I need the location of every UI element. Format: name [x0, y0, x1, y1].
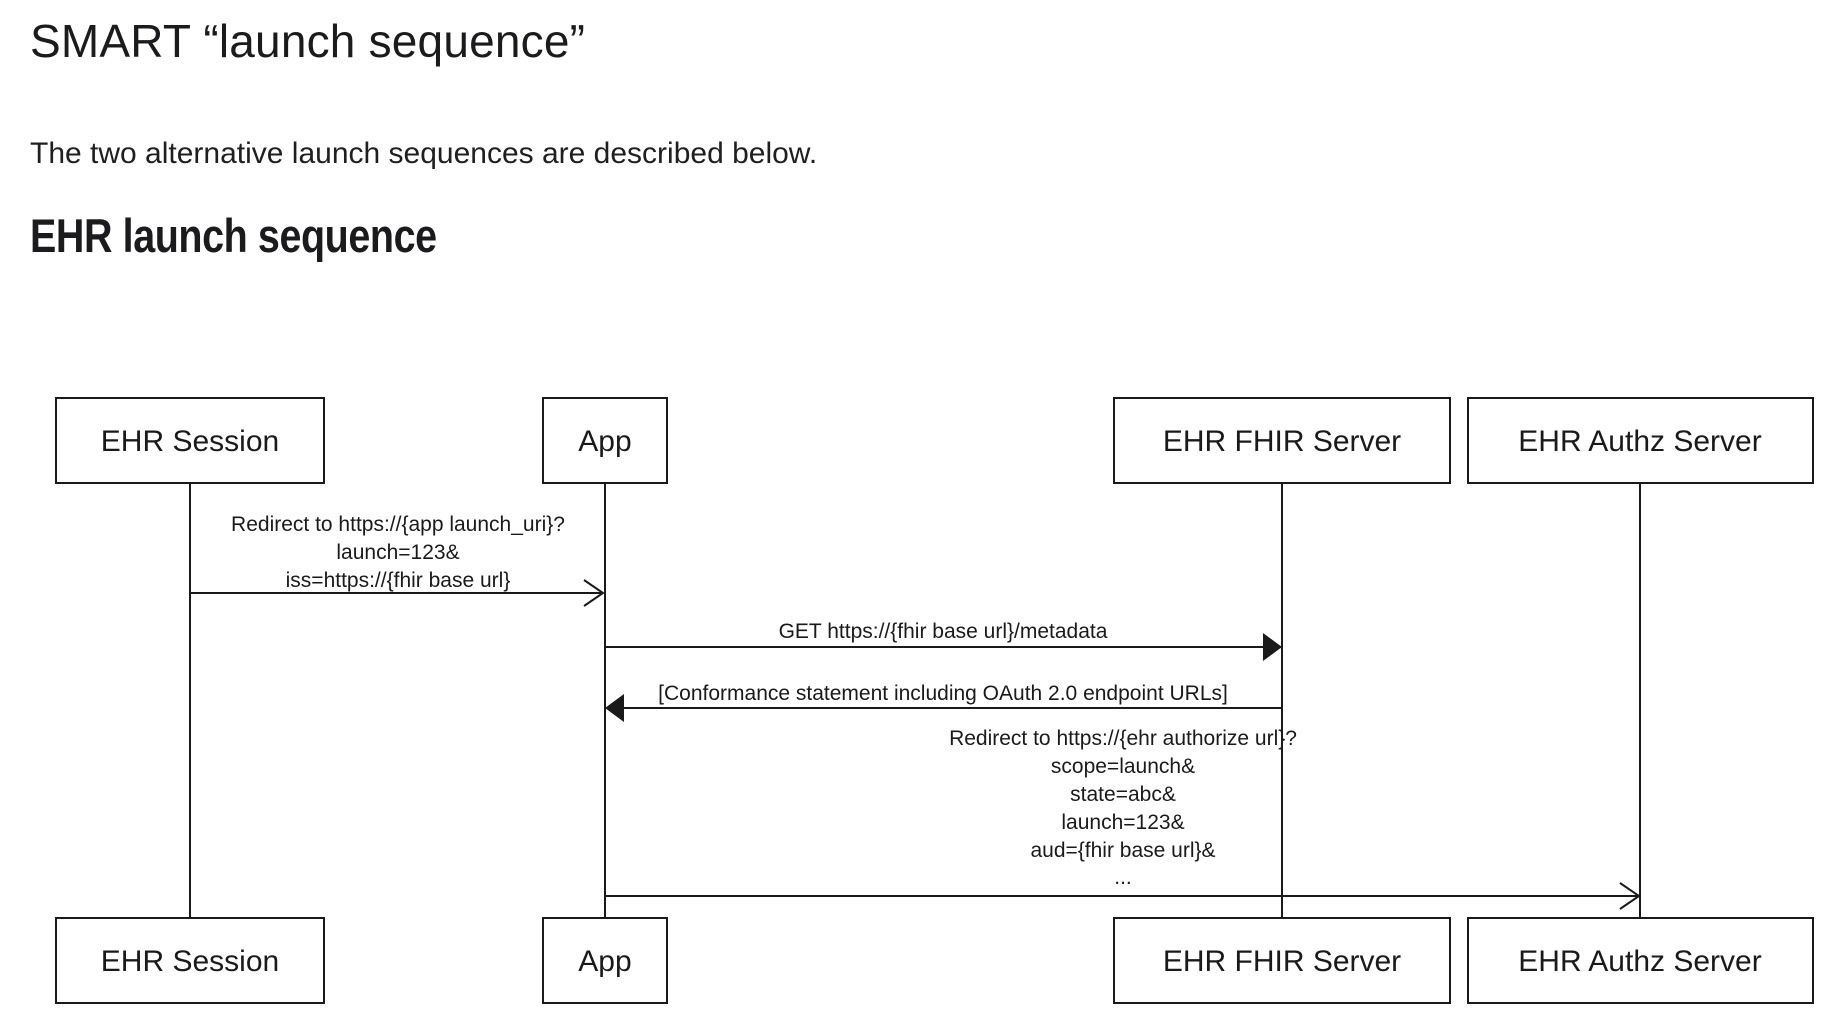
- message-4-text-line-5: aud={fhir base url}&: [1030, 839, 1215, 862]
- message-1-text-line-1: Redirect to https://{app launch_uri}?: [231, 513, 565, 536]
- actor-top-label-app: App: [578, 425, 631, 458]
- actor-bottom-label-app: App: [578, 945, 631, 978]
- message-3-text-line-1: [Conformance statement including OAuth 2…: [658, 682, 1228, 705]
- message-1-text-line-3: iss=https://{fhir base url}: [286, 569, 511, 592]
- message-2-text-line-1: GET https://{fhir base url}/metadata: [779, 620, 1108, 643]
- actors-top-row: EHR Session App EHR FHIR Server EHR Auth…: [55, 397, 1814, 484]
- message-redirect-to-authorize: Redirect to https://{ehr authorize url}?…: [605, 727, 1641, 910]
- actor-top-label-ehr-fhir-server: EHR FHIR Server: [1163, 425, 1401, 458]
- actor-top-label-ehr-session: EHR Session: [101, 425, 279, 458]
- message-redirect-to-app: Redirect to https://{app launch_uri}? la…: [190, 513, 605, 607]
- actor-top-box-ehr-fhir-server: [1113, 397, 1451, 484]
- message-3-solid-arrowhead: [605, 694, 624, 722]
- actor-top-box-ehr-session: [55, 397, 325, 484]
- message-1-text-line-2: launch=123&: [336, 541, 459, 564]
- actor-bottom-box-ehr-session: [55, 917, 325, 1004]
- message-get-metadata: GET https://{fhir base url}/metadata: [605, 620, 1282, 661]
- message-1-open-arrowhead: [583, 579, 605, 607]
- message-2-solid-arrowhead: [1263, 633, 1282, 661]
- actor-bottom-box-ehr-fhir-server: [1113, 917, 1451, 1004]
- actors-bottom-row: EHR Session App EHR FHIR Server EHR Auth…: [55, 917, 1814, 1004]
- actor-bottom-box-ehr-authz-server: [1467, 917, 1814, 1004]
- section-heading: EHR launch sequence: [30, 209, 437, 262]
- message-4-text-line-2: scope=launch&: [1051, 755, 1195, 778]
- actor-top-box-ehr-authz-server: [1467, 397, 1814, 484]
- page-title: SMART “launch sequence”: [30, 15, 586, 67]
- message-4-open-arrowhead: [1619, 882, 1641, 910]
- actor-bottom-label-ehr-session: EHR Session: [101, 945, 279, 978]
- message-4-text-line-3: state=abc&: [1070, 783, 1176, 806]
- message-4-text-line-6: ...: [1114, 866, 1132, 889]
- actor-top-box-app: [542, 397, 668, 484]
- message-4-text-line-1: Redirect to https://{ehr authorize url}?: [949, 727, 1297, 750]
- message-conformance-statement: [Conformance statement including OAuth 2…: [605, 682, 1282, 722]
- actor-bottom-box-app: [542, 917, 668, 1004]
- lifelines: [189, 483, 1641, 918]
- actor-bottom-label-ehr-authz-server: EHR Authz Server: [1518, 945, 1761, 978]
- actor-top-label-ehr-authz-server: EHR Authz Server: [1518, 425, 1761, 458]
- intro-text: The two alternative launch sequences are…: [30, 137, 818, 170]
- actor-bottom-label-ehr-fhir-server: EHR FHIR Server: [1163, 945, 1401, 978]
- message-4-text-line-4: launch=123&: [1061, 811, 1184, 834]
